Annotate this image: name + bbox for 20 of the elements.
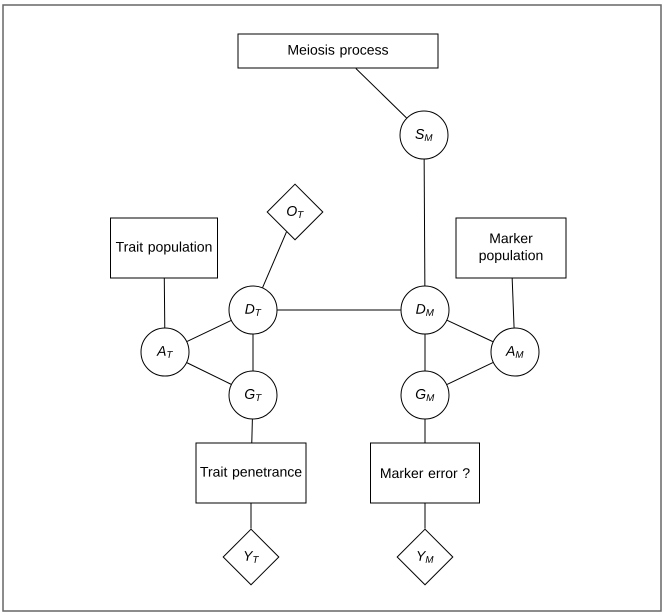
connector-line: [250, 503, 252, 529]
connector-line: [424, 159, 426, 286]
connector-line: [446, 362, 494, 385]
connector-line: [424, 503, 426, 529]
connector-line: [186, 320, 232, 342]
connector-line: [186, 362, 232, 385]
process-box: Trait population: [110, 218, 218, 278]
connector-line: [164, 278, 166, 328]
process-box: Trait penetrance: [196, 442, 306, 504]
connector-line: [355, 68, 407, 118]
process-box: Meiosis process: [238, 34, 438, 68]
connector-line: [252, 334, 254, 371]
connector-line: [424, 334, 426, 371]
connector-line: [446, 320, 494, 342]
process-box: Marker population: [456, 218, 566, 278]
connector-line: [251, 418, 253, 443]
connector-line: [424, 419, 426, 443]
connector-line: [262, 231, 287, 288]
connector-line: [512, 278, 515, 328]
process-box: Marker error ?: [370, 442, 480, 504]
